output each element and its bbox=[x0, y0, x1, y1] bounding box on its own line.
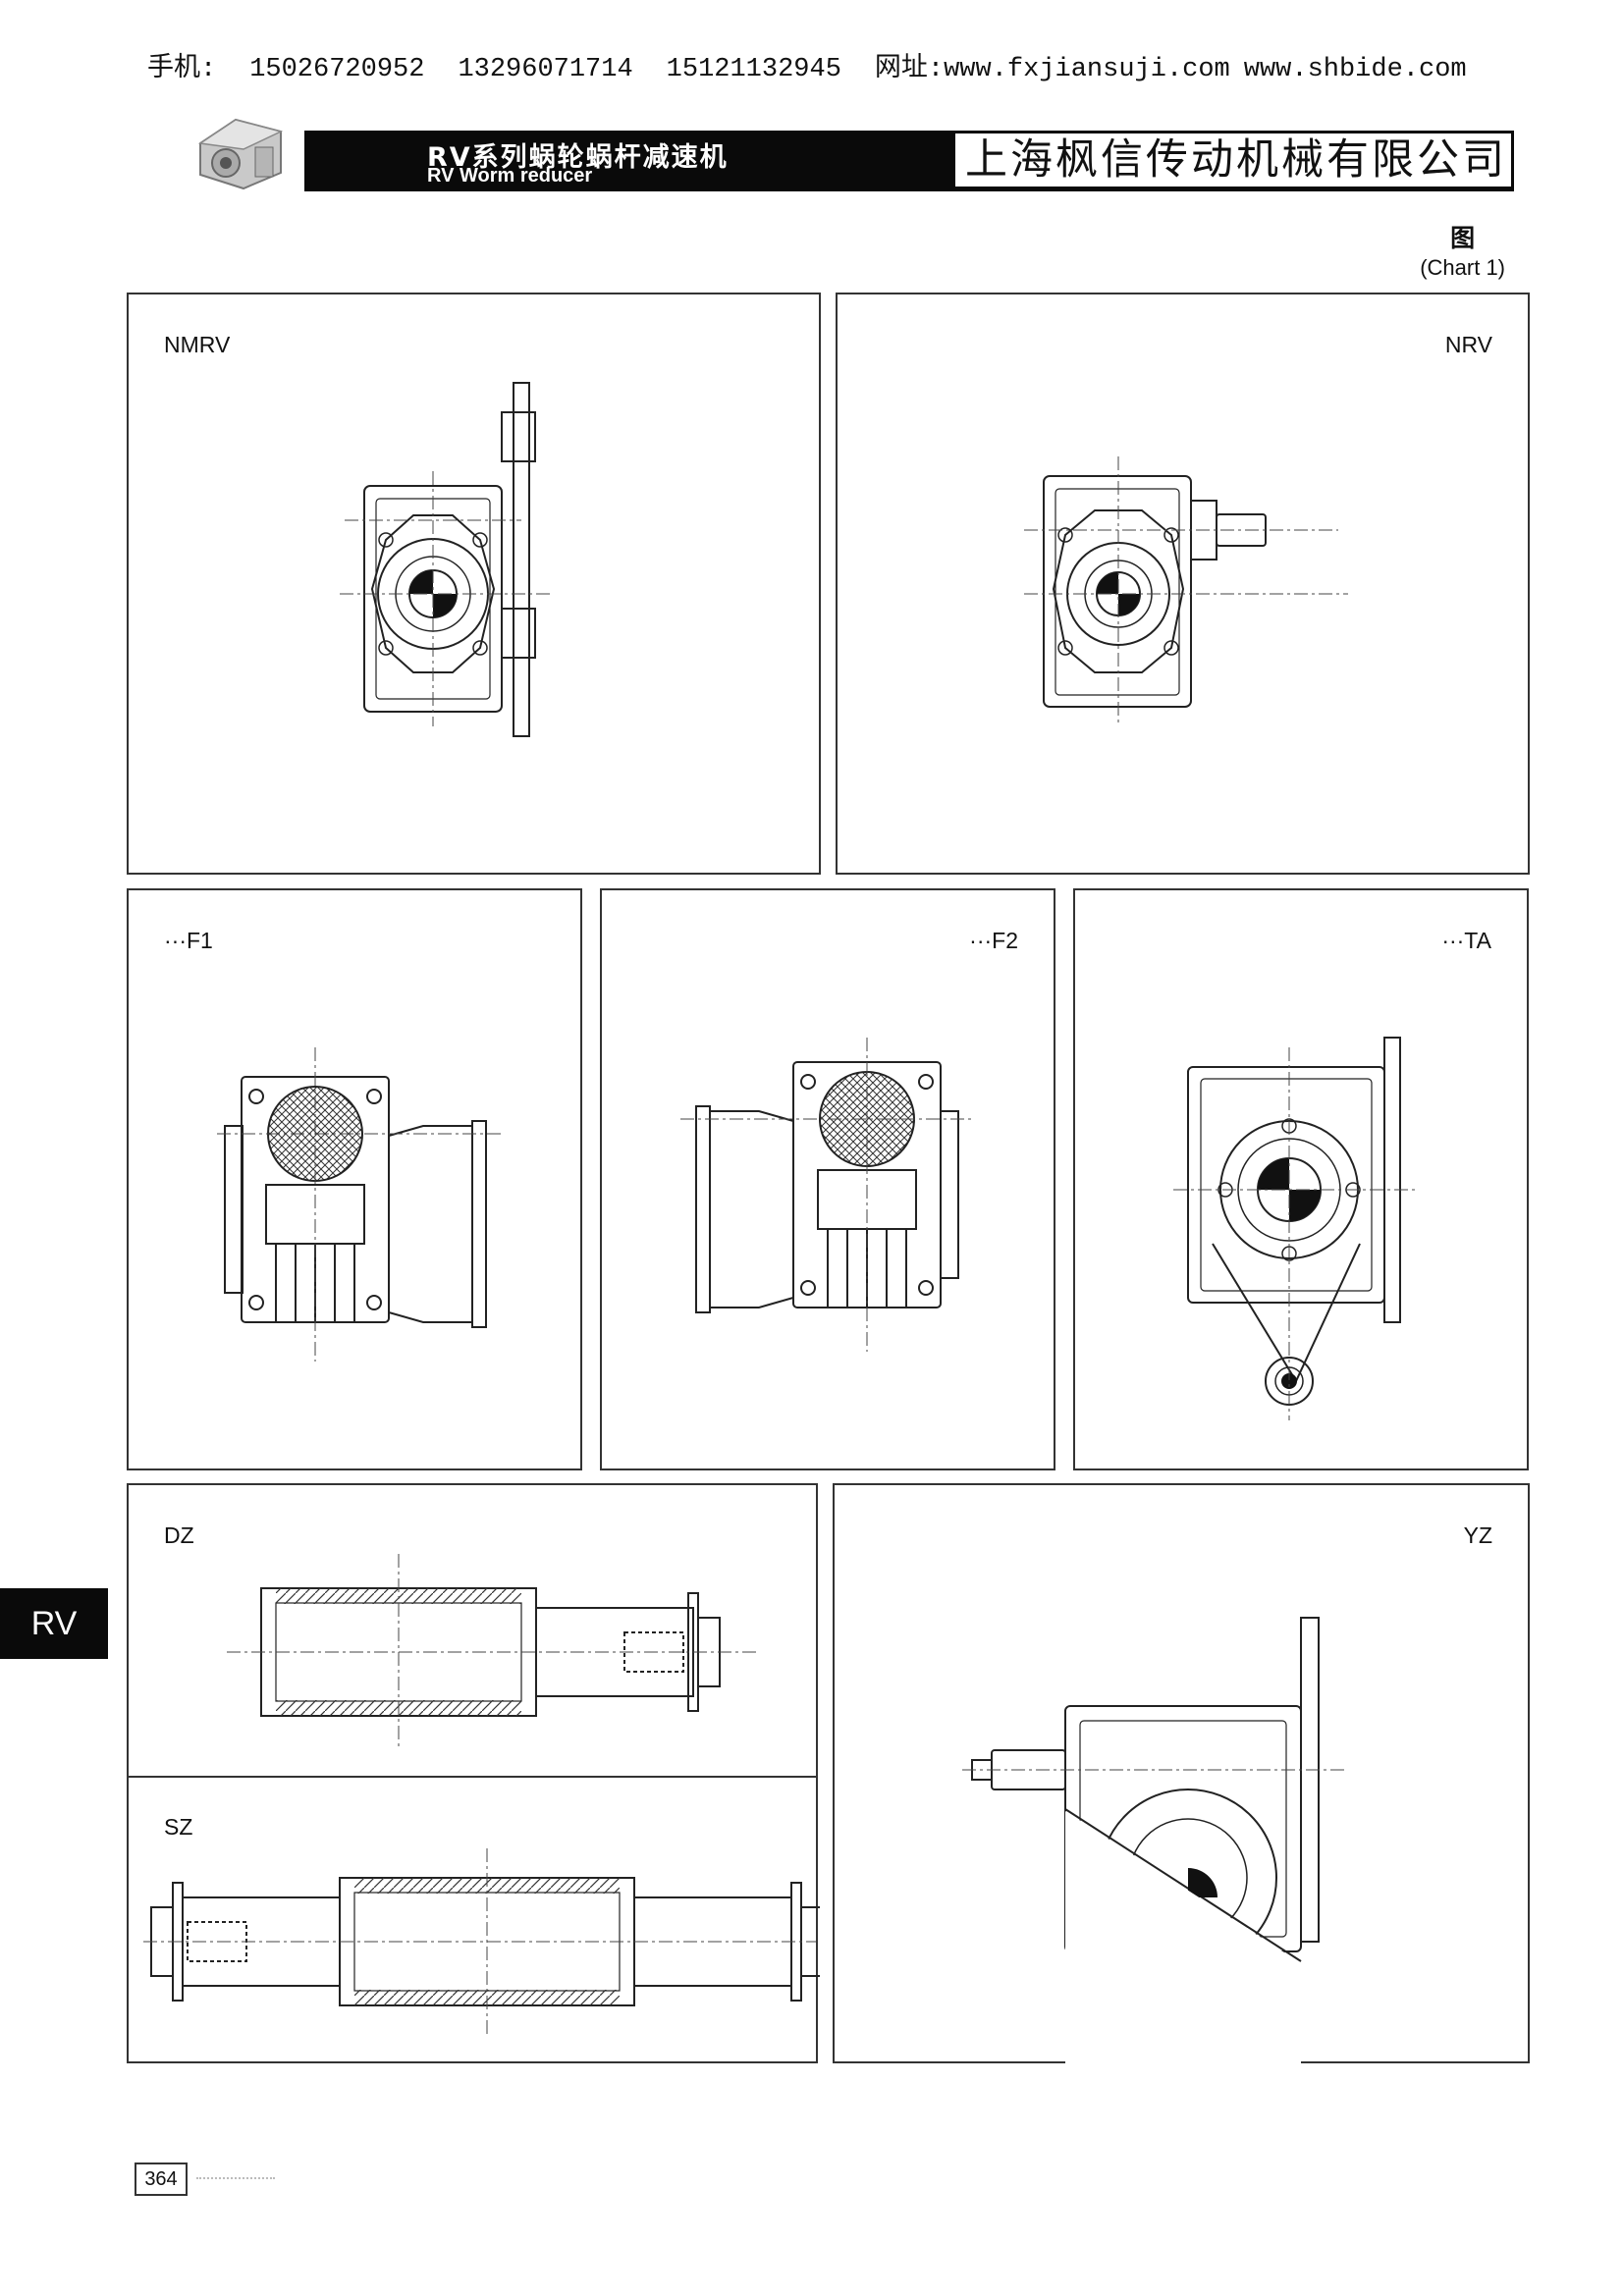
panel-divider bbox=[129, 1776, 816, 1778]
banner-title-en: RV Worm reducer bbox=[427, 165, 593, 187]
panel-label-dz: DZ bbox=[164, 1522, 194, 1548]
panel-label-ta: ···TA bbox=[1441, 928, 1491, 953]
panel-label-yz: YZ bbox=[1463, 1522, 1492, 1548]
phone-label: 手机: bbox=[147, 55, 217, 84]
website-label: 网址: bbox=[874, 55, 945, 84]
panel-label-nmrv: NMRV bbox=[164, 332, 231, 357]
f2-drawing bbox=[680, 1038, 975, 1352]
panel-f1: ···F1 bbox=[127, 888, 582, 1470]
nmrv-drawing bbox=[340, 382, 551, 737]
company-name: 上海枫信传动机械有限公司 bbox=[955, 133, 1511, 187]
yz-drawing bbox=[962, 1617, 1345, 2064]
chart-caption: 图 (Chart 1) bbox=[1420, 224, 1505, 283]
panel-dz-sz: DZ SZ bbox=[127, 1483, 820, 2063]
shaft-drawings bbox=[143, 1554, 820, 2035]
panel-nmrv: NMRV bbox=[127, 293, 821, 875]
nrv-drawing bbox=[1024, 456, 1348, 726]
chart-caption-cn: 图 bbox=[1450, 224, 1476, 252]
banner-title-cn: RV系列蜗轮蜗杆减速机 bbox=[427, 142, 729, 173]
panel-yz: YZ bbox=[833, 1483, 1530, 2064]
page-number: 364 bbox=[135, 2163, 188, 2196]
panel-nrv: NRV bbox=[836, 293, 1530, 875]
ta-drawing bbox=[1173, 1037, 1419, 1420]
panel-label-sz: SZ bbox=[164, 1814, 193, 1840]
website-2: www.shbide.com bbox=[1243, 55, 1467, 84]
f1-drawing bbox=[217, 1047, 502, 1362]
website-1: www.fxjiansuji.com bbox=[944, 55, 1230, 84]
panel-ta: ···TA bbox=[1073, 888, 1529, 1470]
panel-label-nrv: NRV bbox=[1444, 332, 1492, 357]
phone-number-2: 13296071714 bbox=[458, 55, 633, 84]
product-photo bbox=[187, 104, 295, 192]
chart-caption-en: (Chart 1) bbox=[1420, 255, 1505, 280]
phone-number-3: 15121132945 bbox=[666, 55, 841, 84]
page-number-dots bbox=[196, 2177, 275, 2179]
panel-label-f1: ···F1 bbox=[164, 928, 213, 953]
phone-number-1: 15026720952 bbox=[249, 55, 425, 84]
panel-f2: ···F2 bbox=[600, 888, 1055, 1470]
panel-label-f2: ···F2 bbox=[969, 928, 1018, 953]
section-tab: RV bbox=[0, 1588, 108, 1659]
